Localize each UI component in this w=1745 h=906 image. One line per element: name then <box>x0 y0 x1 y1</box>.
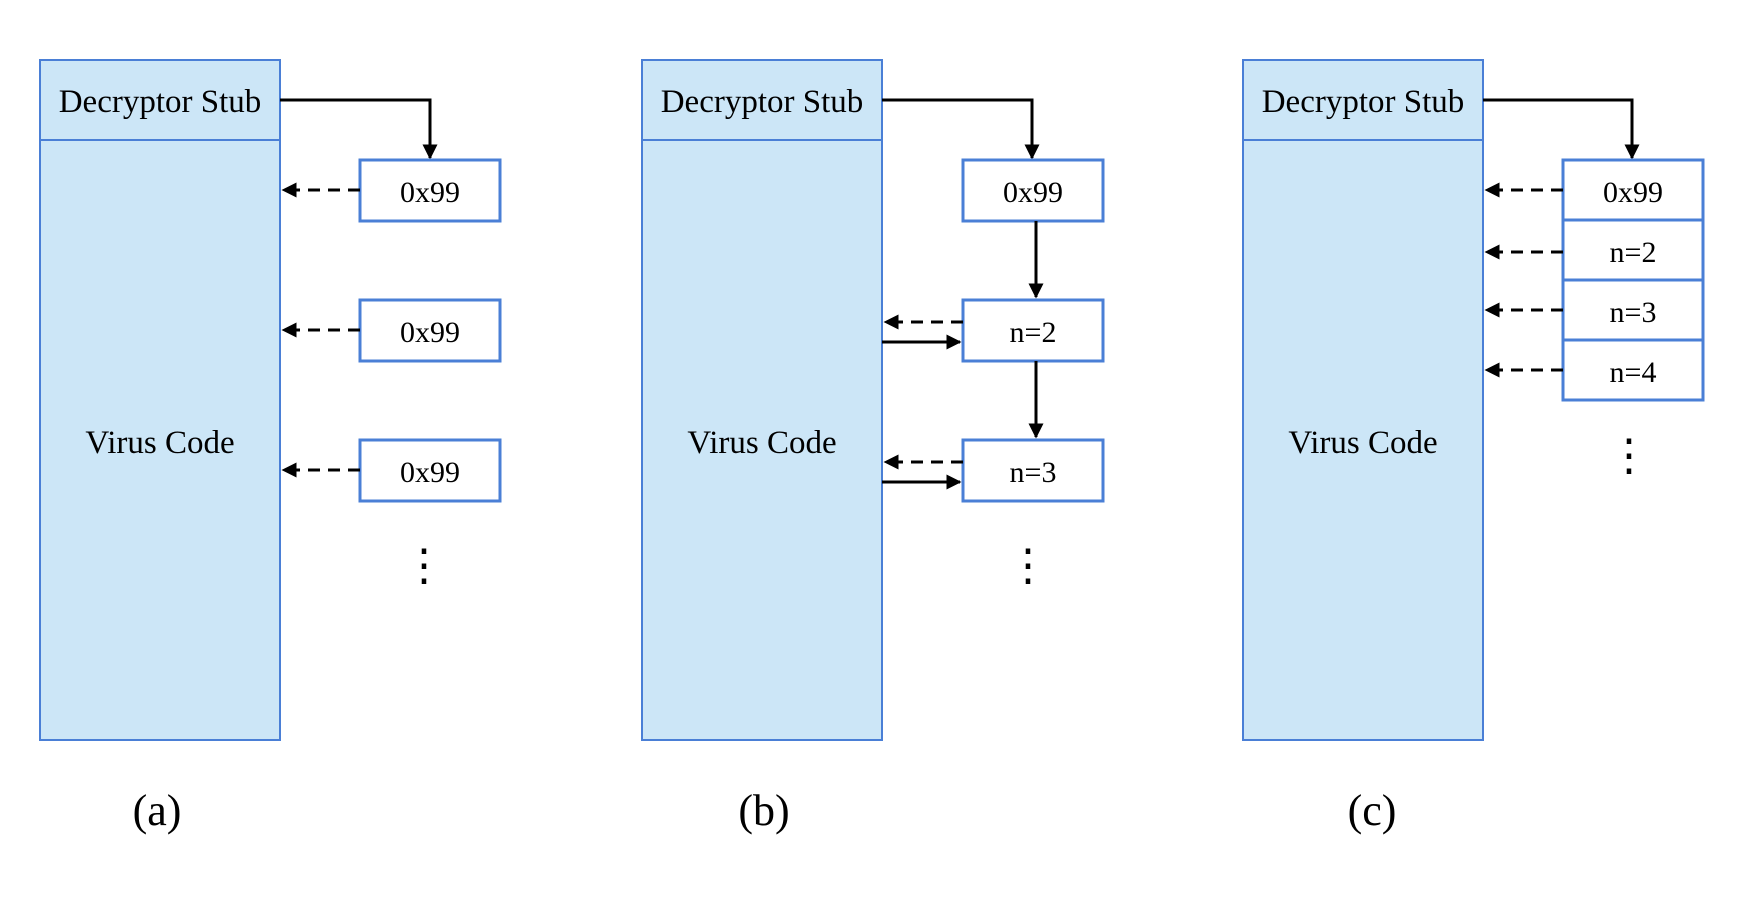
key-box <box>961 438 1105 503</box>
key-label: n=4 <box>1610 356 1657 389</box>
key-box <box>1561 278 1705 342</box>
virus-code-label: Virus Code <box>85 425 234 461</box>
key-label: 0x99 <box>400 176 460 209</box>
key-label: n=3 <box>1610 296 1657 329</box>
key-box <box>358 158 502 223</box>
panel-caption: (b) <box>738 786 789 835</box>
decryptor-stub-label: Decryptor Stub <box>1262 84 1465 120</box>
continuation-ellipsis: ⋮ <box>1006 541 1050 590</box>
key-box <box>1561 338 1705 402</box>
panel-caption: (c) <box>1348 786 1397 835</box>
virus-code-label: Virus Code <box>1288 425 1437 461</box>
decryptor-stub-label: Decryptor Stub <box>59 84 262 120</box>
memory-block <box>1242 59 1484 741</box>
key-label: n=2 <box>1610 236 1657 269</box>
virus-code-label: Virus Code <box>687 425 836 461</box>
key-box <box>1561 218 1705 282</box>
key-label: 0x99 <box>400 316 460 349</box>
key-box <box>358 298 502 363</box>
key-label: n=2 <box>1010 316 1057 349</box>
key-box <box>961 298 1105 363</box>
key-label: 0x99 <box>1603 176 1663 209</box>
stub-to-key-arrow <box>1483 98 1640 160</box>
stub-to-key-arrow <box>280 98 438 160</box>
stub-to-key-arrow <box>882 98 1040 160</box>
memory-block <box>39 59 281 741</box>
key-label: 0x99 <box>1003 176 1063 209</box>
key-label: n=3 <box>1010 456 1057 489</box>
panel-a: Decryptor Stub Virus Code 0x99 0x99 0x99… <box>39 59 502 835</box>
decryptor-stub-label: Decryptor Stub <box>661 84 864 120</box>
memory-block <box>641 59 883 741</box>
panel-b: Decryptor Stub Virus Code 0x99 n=2 n=3 ⋮… <box>641 59 1105 835</box>
key-box <box>961 158 1105 223</box>
panel-c: Decryptor Stub Virus Code 0x99 n=2 n=3 n… <box>1242 59 1705 835</box>
continuation-ellipsis: ⋮ <box>402 541 446 590</box>
key-label: 0x99 <box>400 456 460 489</box>
panel-caption: (a) <box>133 786 182 835</box>
continuation-ellipsis: ⋮ <box>1607 431 1651 480</box>
